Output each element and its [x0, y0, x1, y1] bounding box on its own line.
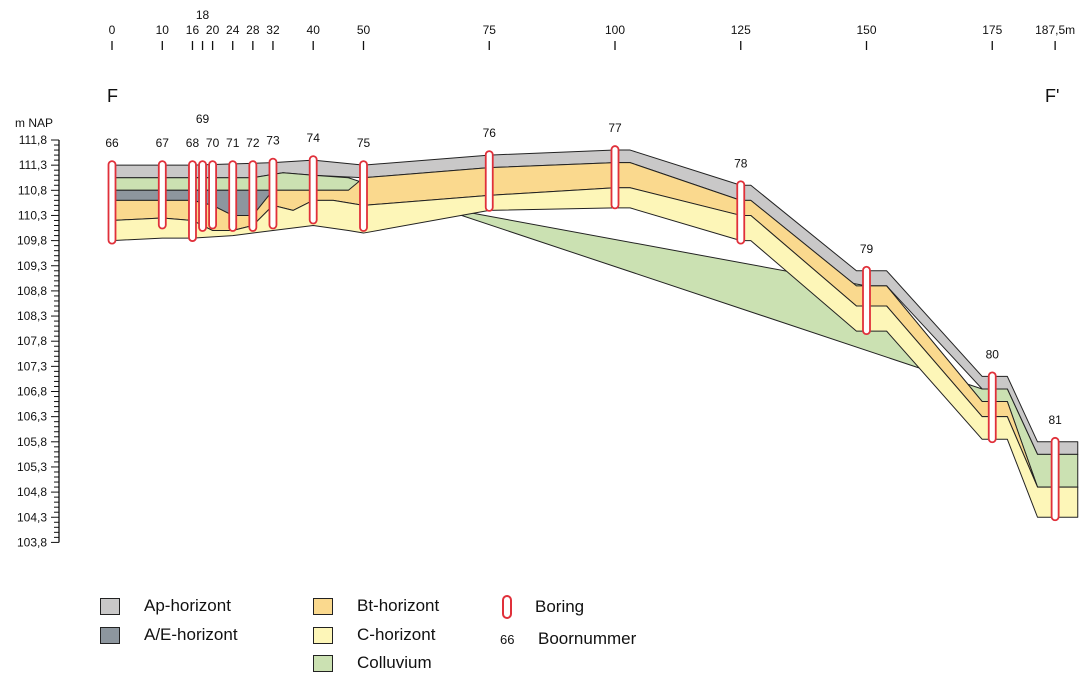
boring-number-label: 69: [196, 112, 210, 126]
elevation-tick-label: 105,8: [17, 435, 47, 449]
elevation-tick-label: 106,3: [17, 410, 47, 424]
boring-number-label: 80: [986, 347, 1000, 361]
boring-72: [248, 160, 258, 232]
distance-tick-label: 28: [246, 23, 260, 37]
elevation-tick-label: 105,3: [17, 460, 47, 474]
boring-68: [188, 160, 197, 242]
elevation-tick-label: 108,3: [17, 309, 47, 323]
elevation-axis-title: m NAP: [15, 116, 53, 130]
distance-tick-label: 0: [109, 23, 116, 37]
distance-tick-label: 125: [731, 23, 751, 37]
boring-73: [268, 157, 278, 230]
boring-75: [359, 160, 368, 232]
boring-74: [308, 155, 318, 225]
boring-number-label: 75: [357, 136, 371, 150]
boring-number-label: 79: [860, 242, 874, 256]
elevation-tick-label: 111,3: [19, 158, 48, 172]
boring-80: [987, 371, 997, 444]
boring-number-label: 74: [307, 131, 321, 145]
section-start-label: F: [107, 86, 118, 106]
elevation-tick-label: 104,3: [17, 510, 47, 524]
elevation-tick-label: 110,3: [18, 208, 47, 222]
boring-number-label: 81: [1048, 413, 1062, 427]
distance-tick-label: 187,5m: [1035, 23, 1075, 37]
boring-number-label: 78: [734, 156, 748, 170]
boring-81: [1050, 436, 1060, 522]
elevation-tick-label: 109,3: [17, 259, 47, 273]
elevation-tick-label: 108,8: [17, 284, 47, 298]
distance-tick-label: 100: [605, 23, 625, 37]
boring-78: [736, 180, 746, 245]
distance-tick-label: 32: [266, 23, 280, 37]
distance-tick-label: 10: [156, 23, 170, 37]
elevation-tick-label: 106,8: [17, 385, 47, 399]
section-end-label: F': [1045, 86, 1059, 106]
boring-number-label: 66: [105, 136, 119, 150]
elevation-tick-label: 109,8: [17, 234, 47, 248]
elevation-axis: 111,8 111,3 110,8 110,3 109,8 109,3 108,8 108,3…: [17, 133, 60, 549]
boring-77: [610, 145, 620, 210]
distance-tick-label: 16: [186, 23, 200, 37]
distance-tick-label: 40: [307, 23, 321, 37]
boring-79: [862, 265, 871, 336]
elevation-tick-label: 107,3: [17, 359, 47, 373]
boring-70: [208, 160, 218, 230]
boring-number-label: 73: [266, 134, 280, 148]
boring-69: [198, 160, 207, 232]
distance-tick-label: 18: [196, 8, 210, 22]
boring-number-label: 67: [156, 136, 170, 150]
boring-number-label: 77: [608, 121, 622, 135]
borings: 66 67 68 69 70 71 72 73 74 75 76 77 78 79 80 81: [105, 112, 1062, 522]
distance-tick-label: 20: [206, 23, 220, 37]
elevation-tick-label: 107,8: [17, 334, 47, 348]
elevation-tick-label: 110,8: [18, 183, 47, 197]
boring-67: [157, 160, 167, 230]
elevation-tick-label: 103,8: [17, 535, 47, 549]
distance-tick-label: 75: [483, 23, 497, 37]
boring-76: [484, 150, 494, 212]
distance-tick-label: 24: [226, 23, 240, 37]
boring-number-label: 70: [206, 136, 220, 150]
boring-71: [228, 160, 238, 232]
boring-number-label: 72: [246, 136, 260, 150]
elevation-tick-label: 104,8: [17, 485, 47, 499]
boring-number-label: 76: [483, 126, 497, 140]
boring-number-label: 68: [186, 136, 200, 150]
boring-66: [107, 160, 117, 245]
distance-tick-label: 150: [856, 23, 876, 37]
boring-number-label: 71: [226, 136, 240, 150]
distance-tick-label: 50: [357, 23, 371, 37]
elevation-tick-label: 111,8: [19, 133, 48, 147]
distance-tick-label: 175: [982, 23, 1002, 37]
